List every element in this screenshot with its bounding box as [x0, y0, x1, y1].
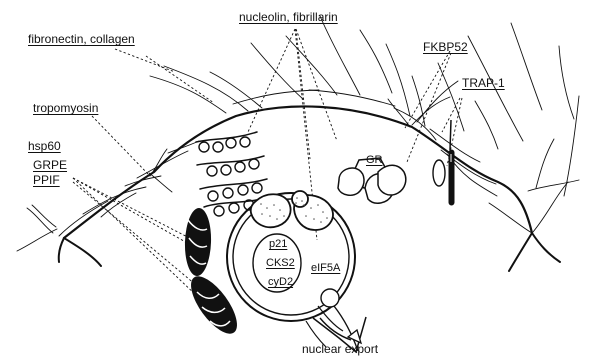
tropomyosin-label: tropomyosin [33, 102, 98, 114]
cks2-label: CKS2 [266, 258, 295, 269]
nucleolin-fibrillarin-label: nucleolin, fibrillarin [239, 11, 338, 23]
nuclear-export-label: nuclear export [302, 343, 378, 355]
grpe-label: GRPE [33, 159, 67, 171]
cyd2-label: cyD2 [268, 277, 293, 288]
nuclear-contents [251, 191, 339, 307]
fibronectin-collagen-label: fibronectin, collagen [28, 33, 135, 45]
fkbp52-label: FKBP52 [423, 41, 468, 53]
cell-right-edge [509, 233, 560, 271]
p21-label: p21 [269, 239, 287, 250]
hsp60-label: hsp60 [28, 140, 61, 152]
membrane-complex [433, 120, 454, 205]
trap1-label: TRAP-1 [462, 77, 505, 89]
eif5a-label: eIF5A [311, 263, 340, 274]
gr-label: GR [366, 155, 383, 166]
cell-left-edge [59, 238, 101, 266]
ppif-label: PPIF [33, 174, 60, 186]
